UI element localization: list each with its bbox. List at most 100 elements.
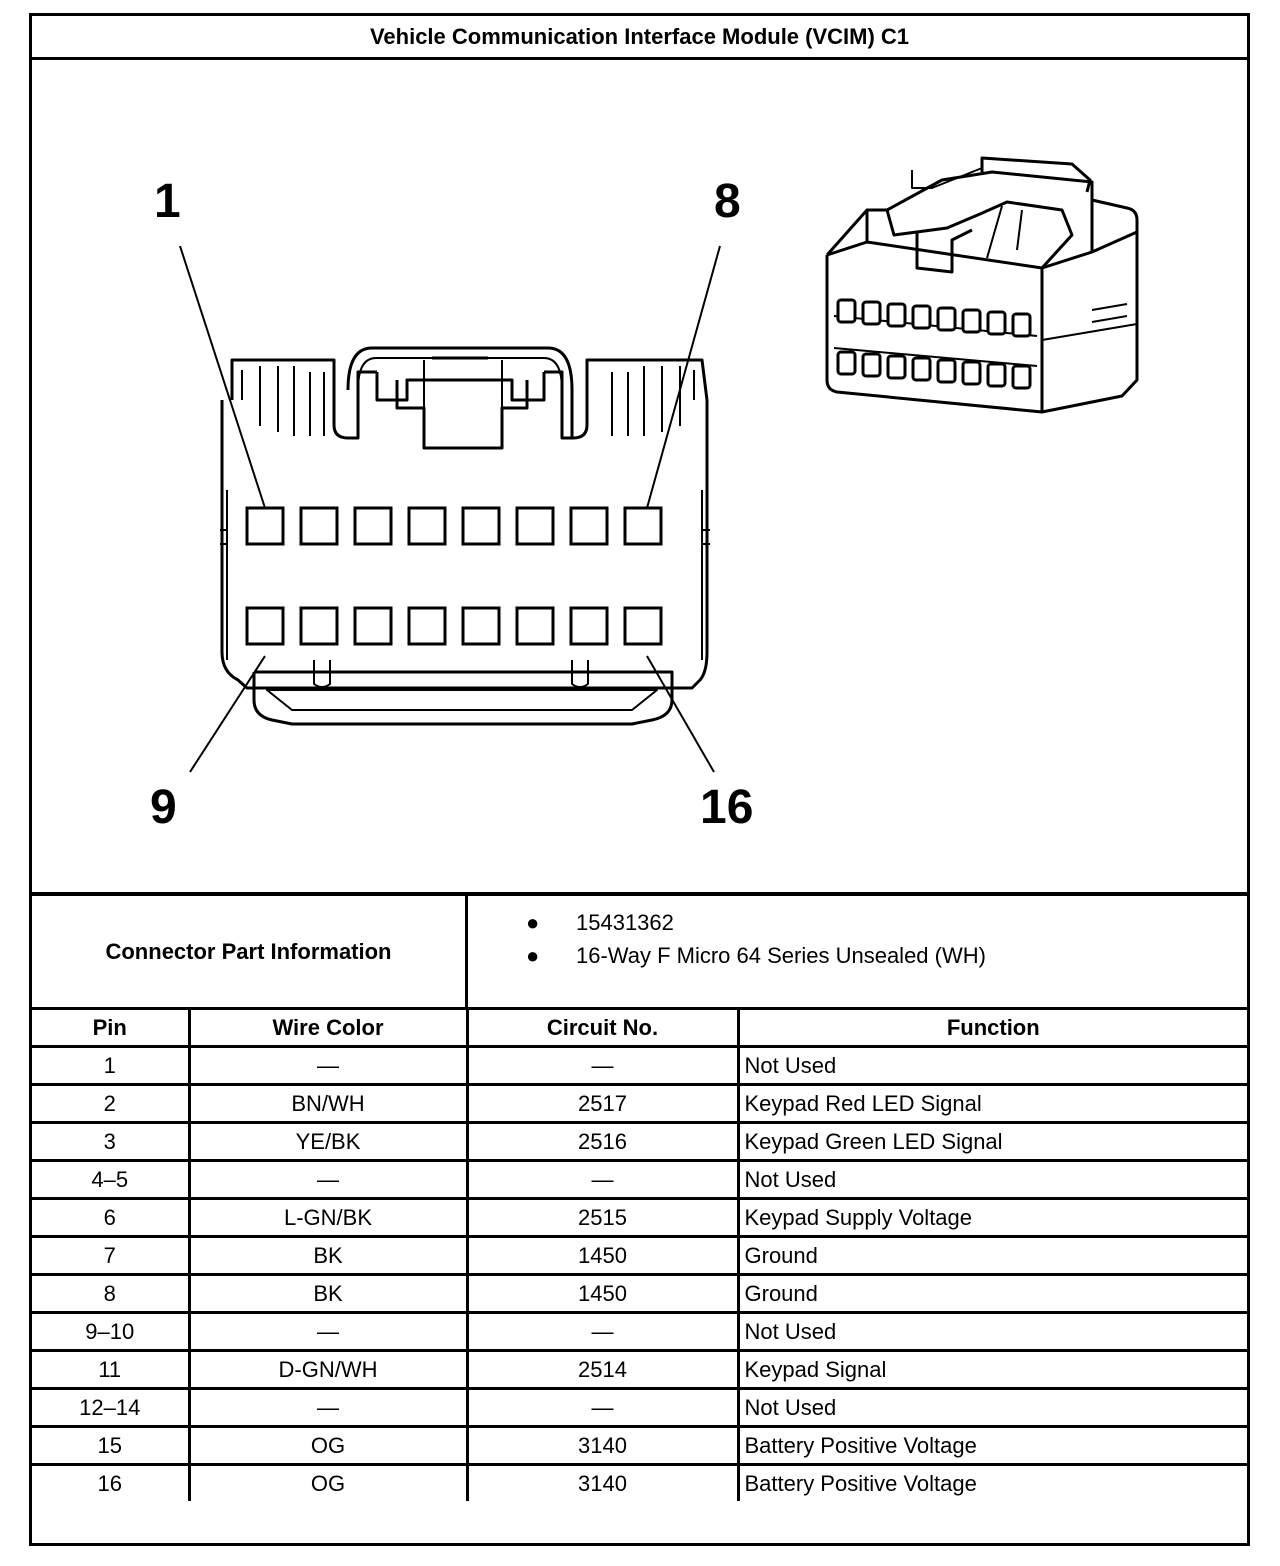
pin-callout-16: 16: [700, 781, 754, 834]
pin-cavity-9: [245, 606, 285, 646]
cell-function: Keypad Signal: [736, 1349, 1247, 1390]
table-row: 4–5——Not Used: [32, 1159, 1247, 1200]
pin-callout-9: 9: [150, 781, 177, 834]
cell-pin: 12–14: [32, 1387, 191, 1428]
cell-circuit-no: 1450: [465, 1273, 740, 1314]
cell-wire-color: —: [187, 1045, 469, 1086]
column-header-wire-color: Wire Color: [187, 1010, 469, 1048]
connector-part-info-label: Connector Part Information: [32, 896, 468, 1007]
cell-wire-color: YE/BK: [187, 1121, 469, 1162]
cell-circuit-no: 2515: [465, 1197, 740, 1238]
pin-cavity-1: [245, 506, 285, 546]
iso-pin-cavity: [961, 308, 982, 334]
pin-cavity-10: [299, 606, 339, 646]
pin-cavity-4: [407, 506, 447, 546]
iso-pin-cavity: [986, 310, 1007, 336]
cell-function: Keypad Supply Voltage: [736, 1197, 1247, 1238]
center-key: [346, 346, 574, 438]
cell-wire-color: OG: [187, 1463, 469, 1501]
cell-circuit-no: —: [465, 1311, 740, 1352]
connector-sheet: Vehicle Communication Interface Module (…: [29, 13, 1250, 1546]
cell-pin: 4–5: [32, 1159, 191, 1200]
cell-wire-color: —: [187, 1387, 469, 1428]
cell-function: Not Used: [736, 1387, 1247, 1428]
cell-wire-color: —: [187, 1159, 469, 1200]
cell-function: Battery Positive Voltage: [736, 1463, 1247, 1501]
bottom-skirt: [252, 670, 674, 726]
cell-circuit-no: —: [465, 1045, 740, 1086]
cell-pin: 16: [32, 1463, 191, 1501]
iso-pin-cavity: [1011, 364, 1032, 390]
bullet-icon: ●: [526, 910, 540, 935]
cell-circuit-no: 2517: [465, 1083, 740, 1124]
pin-callout-8: 8: [714, 175, 741, 228]
page-title: Vehicle Communication Interface Module (…: [32, 16, 1247, 60]
cell-pin: 7: [32, 1235, 191, 1276]
cell-pin: 1: [32, 1045, 191, 1086]
connector-isometric-view: [825, 156, 1139, 414]
pin-cavity-15: [569, 606, 609, 646]
leader-pin-8: [646, 245, 721, 509]
cell-wire-color: OG: [187, 1425, 469, 1466]
cell-pin: 9–10: [32, 1311, 191, 1352]
cell-circuit-no: 3140: [465, 1463, 740, 1501]
cell-pin: 15: [32, 1425, 191, 1466]
iso-pin-cavity: [1011, 312, 1032, 338]
connector-part-info-list: ●15431362 ●16-Way F Micro 64 Series Unse…: [468, 896, 1247, 1017]
iso-pin-cavity: [911, 304, 932, 330]
iso-pin-cavity: [836, 350, 857, 376]
iso-pin-cavity: [836, 298, 857, 324]
pin-cavity-13: [461, 606, 501, 646]
left-latch: [230, 358, 377, 440]
connector-part-info: Connector Part Information ●15431362 ●16…: [32, 892, 1247, 1010]
iso-pin-cavity: [986, 362, 1007, 388]
column-header-function: Function: [736, 1010, 1247, 1048]
connector-diagram: 1 8 9 16: [32, 60, 1247, 892]
cell-circuit-no: 2516: [465, 1121, 740, 1162]
table-row: 9–10——Not Used: [32, 1311, 1247, 1352]
cell-function: Ground: [736, 1235, 1247, 1276]
pin-cavity-11: [353, 606, 393, 646]
cell-wire-color: L-GN/BK: [187, 1197, 469, 1238]
cell-circuit-no: 1450: [465, 1235, 740, 1276]
pin-callout-1: 1: [154, 175, 181, 228]
column-header-pin: Pin: [32, 1010, 191, 1048]
pin-cavity-2: [299, 506, 339, 546]
cell-function: Keypad Green LED Signal: [736, 1121, 1247, 1162]
pin-cavity-16: [623, 606, 663, 646]
cell-function: Keypad Red LED Signal: [736, 1083, 1247, 1124]
cell-function: Not Used: [736, 1045, 1247, 1086]
pin-cavity-7: [569, 506, 609, 546]
right-latch: [544, 358, 709, 440]
iso-pin-cavity: [886, 302, 907, 328]
iso-pin-cavity: [936, 358, 957, 384]
cell-circuit-no: 3140: [465, 1425, 740, 1466]
cell-wire-color: D-GN/WH: [187, 1349, 469, 1390]
cell-wire-color: BK: [187, 1235, 469, 1276]
cell-wire-color: BK: [187, 1273, 469, 1314]
pin-cavity-3: [353, 506, 393, 546]
table-row: 1——Not Used: [32, 1045, 1247, 1086]
pin-cavity-5: [461, 506, 501, 546]
cell-wire-color: —: [187, 1311, 469, 1352]
iso-pin-cavity: [911, 356, 932, 382]
cell-circuit-no: 2514: [465, 1349, 740, 1390]
cell-pin: 8: [32, 1273, 191, 1314]
cell-circuit-no: —: [465, 1159, 740, 1200]
cell-pin: 3: [32, 1121, 191, 1162]
part-number-item: ●15431362: [468, 906, 1247, 939]
iso-pin-cavity: [936, 306, 957, 332]
cell-circuit-no: —: [465, 1387, 740, 1428]
cell-function: Not Used: [736, 1159, 1247, 1200]
cell-function: Not Used: [736, 1311, 1247, 1352]
table-row: 12–14——Not Used: [32, 1387, 1247, 1428]
cell-function: Battery Positive Voltage: [736, 1425, 1247, 1466]
connector-face-view: [179, 156, 1139, 773]
